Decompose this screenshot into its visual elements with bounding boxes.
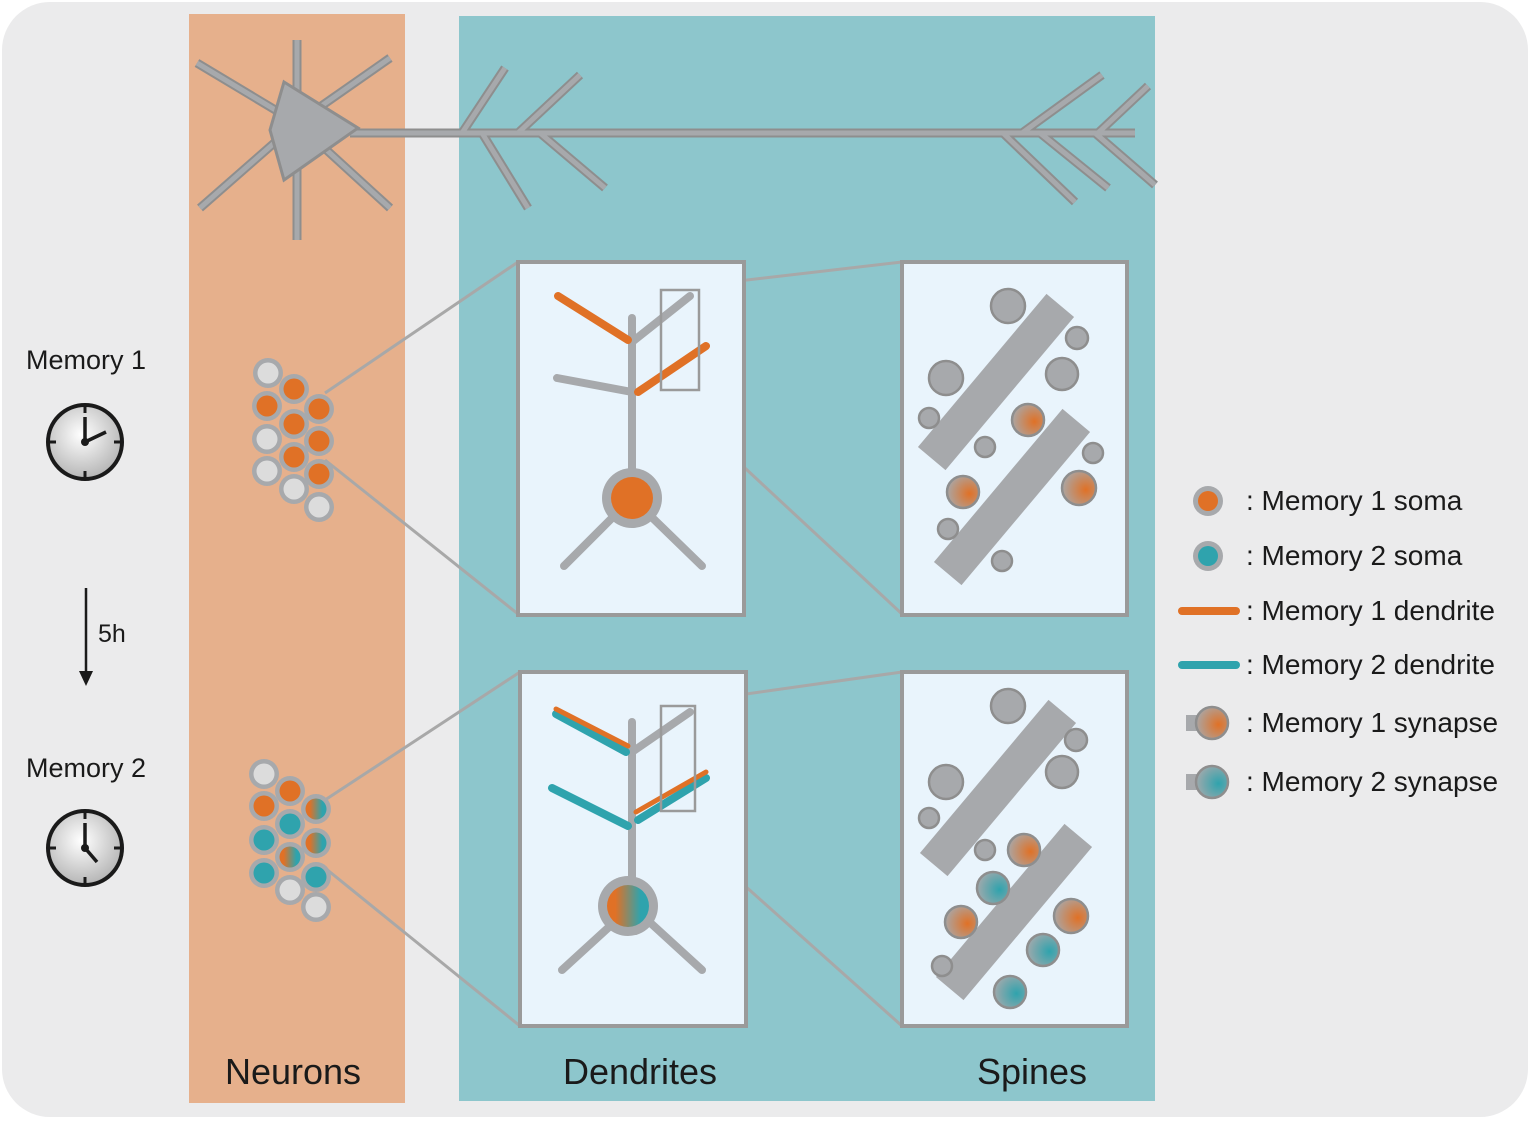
memory2-label: Memory 2	[26, 753, 146, 783]
neuron-cell	[275, 875, 305, 905]
spine-head	[927, 763, 965, 801]
spine-head	[992, 974, 1028, 1010]
neuron-cell	[249, 759, 279, 789]
neuron-cell	[249, 825, 279, 855]
spine-head	[927, 359, 965, 397]
neuron-cell	[253, 358, 283, 388]
neuron-cell	[304, 492, 334, 522]
spine-head	[930, 954, 954, 978]
neuron-cell	[252, 456, 282, 486]
spine-head	[1064, 325, 1090, 351]
legend-label: : Memory 2 dendrite	[1246, 649, 1495, 680]
neuron-cell	[301, 794, 331, 824]
legend-item: : Memory 1 dendrite	[1178, 595, 1495, 626]
neurons-label: Neurons	[225, 1051, 361, 1092]
legend-item: : Memory 1 synapse	[1186, 705, 1498, 741]
neuron-cell	[279, 474, 309, 504]
neuron-cell	[304, 459, 334, 489]
spine-head	[975, 870, 1011, 906]
clock-icon	[46, 809, 124, 887]
spine-head	[1044, 356, 1080, 392]
spine-head	[1010, 402, 1046, 438]
neuron-cell	[275, 842, 305, 872]
legend-item: : Memory 2 dendrite	[1178, 649, 1495, 680]
spine-head	[943, 904, 979, 940]
neuron-cluster-memory2	[249, 759, 331, 922]
neuron-cell	[252, 391, 282, 421]
neuron-cell	[304, 394, 334, 424]
spine-head	[973, 838, 997, 862]
neuron-cell	[304, 426, 334, 456]
neuron-cell	[275, 776, 305, 806]
legend-label: : Memory 2 soma	[1246, 540, 1463, 571]
legend: : Memory 1 soma : Memory 2 soma : Memory 1…	[1178, 485, 1498, 800]
neuron-cell	[301, 862, 331, 892]
spine-head	[945, 474, 981, 510]
spine-head	[989, 687, 1027, 725]
neuron-cell	[279, 374, 309, 404]
spine-head	[1044, 754, 1080, 790]
spine-head	[1063, 727, 1089, 753]
neuron-cell	[249, 858, 279, 888]
spine-head	[1006, 832, 1042, 868]
neuron-cell	[275, 809, 305, 839]
arrow-down-icon	[79, 588, 93, 686]
spine-head	[1060, 469, 1098, 507]
legend-item: : Memory 1 soma	[1193, 485, 1463, 516]
memory1-label: Memory 1	[26, 345, 146, 375]
spine-head	[917, 806, 941, 830]
spine-head	[989, 287, 1027, 325]
neuron-cell	[301, 892, 331, 922]
spine-head	[990, 549, 1014, 573]
spines-panel-memory2	[919, 699, 1093, 1001]
spine-head	[1052, 897, 1090, 935]
spine-head	[1025, 932, 1061, 968]
spine-head	[936, 517, 960, 541]
legend-label: : Memory 1 dendrite	[1246, 595, 1495, 626]
spine-head	[917, 406, 941, 430]
legend-label: : Memory 1 soma	[1246, 485, 1463, 516]
dendrite-panel-memory2	[548, 704, 710, 974]
neuron-cell	[301, 828, 331, 858]
neuron-cluster-memory1	[252, 358, 334, 522]
spine-heads	[917, 287, 1105, 1010]
spine-head	[1081, 441, 1105, 465]
neuron-cell	[249, 791, 279, 821]
dendrites-label: Dendrites	[563, 1051, 717, 1092]
neuron-cell	[279, 442, 309, 472]
legend-label: : Memory 2 synapse	[1246, 766, 1498, 797]
clock-icon	[46, 403, 124, 481]
spines-label: Spines	[977, 1051, 1087, 1092]
spine-head	[973, 435, 997, 459]
neuron-icon	[194, 40, 1158, 240]
legend-item: : Memory 2 synapse	[1186, 764, 1498, 800]
interval-label: 5h	[98, 620, 126, 648]
legend-item: : Memory 2 soma	[1193, 540, 1463, 571]
neuron-cell	[279, 409, 309, 439]
legend-label: : Memory 1 synapse	[1246, 707, 1498, 738]
spines-panel-memory1	[917, 293, 1091, 586]
dendrite-panel-memory1	[553, 288, 710, 570]
neuron-cell	[252, 424, 282, 454]
